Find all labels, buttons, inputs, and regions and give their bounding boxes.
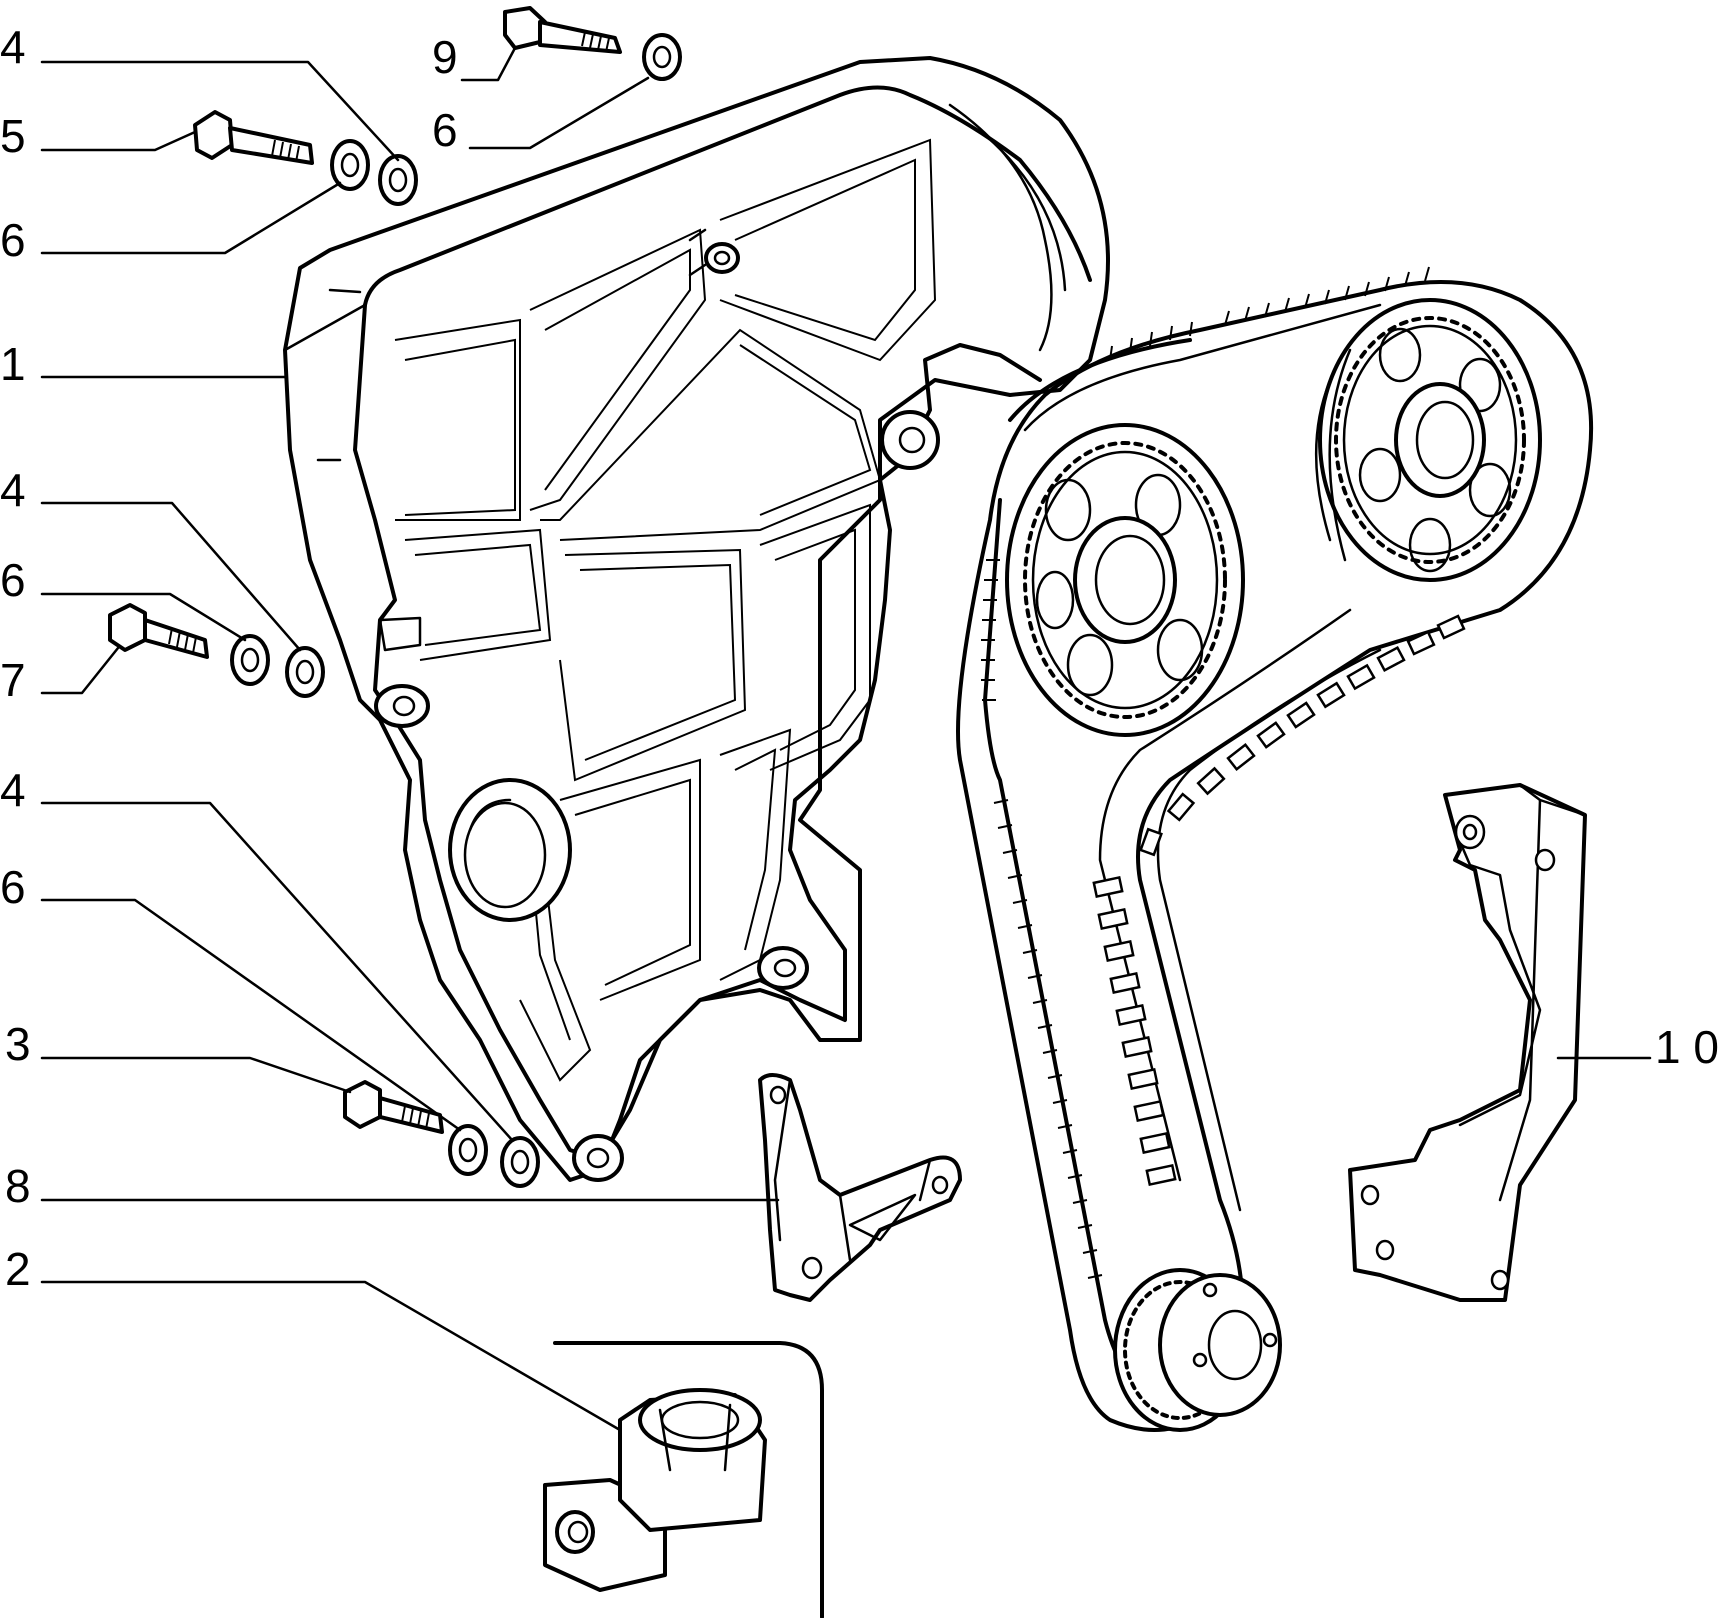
bolt-3[interactable] bbox=[343, 1080, 444, 1134]
callout-9: 9 bbox=[432, 31, 458, 83]
cover-crank-hole bbox=[448, 778, 572, 922]
callout-5: 5 bbox=[0, 110, 26, 162]
callout-3: 3 bbox=[5, 1018, 31, 1070]
leader-lines bbox=[40, 46, 1652, 1432]
washer-6-middle[interactable] bbox=[230, 634, 270, 686]
nut-4-lower[interactable] bbox=[500, 1136, 540, 1188]
nut-4-middle[interactable] bbox=[285, 646, 325, 698]
callout-7: 7 bbox=[0, 654, 26, 706]
callout-4: 4 bbox=[0, 764, 26, 816]
mounting-bracket-10[interactable] bbox=[1348, 783, 1587, 1302]
cover-boss bbox=[688, 228, 740, 277]
callout-6: 6 bbox=[432, 104, 458, 156]
callout-6: 6 bbox=[0, 861, 26, 913]
callout-1: 1 bbox=[0, 338, 26, 390]
callout-6: 6 bbox=[0, 554, 26, 606]
callout-4: 4 bbox=[0, 464, 26, 516]
washer-6-top[interactable] bbox=[642, 33, 682, 81]
callout-10: 1 0 bbox=[1655, 1021, 1719, 1073]
mounting-bracket-8[interactable] bbox=[758, 1073, 962, 1302]
callout-2: 2 bbox=[5, 1243, 31, 1295]
callout-4: 4 bbox=[0, 21, 26, 73]
callout-numbers: 4 5 6 1 4 6 7 4 6 3 8 2 9 6 1 0 bbox=[0, 21, 1719, 1295]
callout-8: 8 bbox=[5, 1160, 31, 1212]
camshaft-pulley-right[interactable] bbox=[1314, 298, 1542, 582]
washer-6-lower[interactable] bbox=[448, 1124, 488, 1176]
cover-boss bbox=[572, 1134, 624, 1182]
callout-6: 6 bbox=[0, 214, 26, 266]
crankshaft-pulley[interactable] bbox=[1113, 1268, 1282, 1432]
belt-teeth bbox=[981, 266, 1430, 1279]
cover-boss bbox=[880, 410, 940, 470]
washer-6-upper[interactable] bbox=[330, 139, 370, 191]
clip-part-2[interactable] bbox=[543, 1341, 824, 1618]
bolt-9[interactable] bbox=[503, 6, 622, 54]
bolt-7[interactable] bbox=[108, 603, 209, 659]
camshaft-pulley-left[interactable] bbox=[1005, 423, 1245, 737]
timing-belt-cover[interactable] bbox=[283, 56, 1110, 1182]
nut-4-upper[interactable] bbox=[378, 154, 418, 206]
bolt-5[interactable] bbox=[193, 110, 314, 165]
belt-inner-teeth bbox=[1092, 614, 1466, 1187]
cover-boss bbox=[757, 946, 809, 990]
cover-boss bbox=[374, 616, 430, 728]
